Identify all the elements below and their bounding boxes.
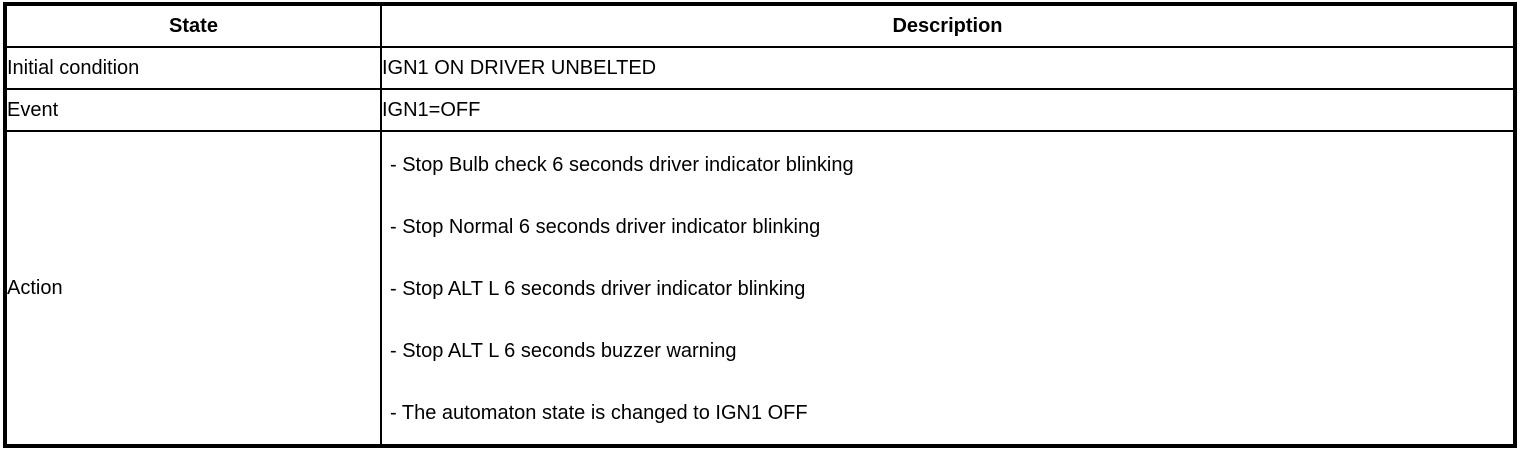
table-row-event: Event IGN1=OFF — [4, 88, 1516, 132]
state-cell-initial-condition: Initial condition — [4, 46, 382, 90]
state-description-table: State Description Initial condition IGN1… — [3, 2, 1517, 448]
description-cell-event: IGN1=OFF — [380, 88, 1516, 132]
table-row-initial-condition: Initial condition IGN1 ON DRIVER UNBELTE… — [4, 46, 1516, 90]
action-item: - The automaton state is changed to IGN1… — [390, 401, 808, 424]
action-item: - Stop ALT L 6 seconds buzzer warning — [390, 339, 737, 362]
action-item: - Stop Bulb check 6 seconds driver indic… — [390, 153, 854, 176]
action-list: - Stop Bulb check 6 seconds driver indic… — [383, 133, 1513, 444]
table-header-row: State Description — [4, 3, 1516, 48]
table-row-action: Action - Stop Bulb check 6 seconds drive… — [4, 130, 1516, 447]
state-cell-event: Event — [4, 88, 382, 132]
column-header-state: State — [4, 3, 382, 48]
action-item: - Stop Normal 6 seconds driver indicator… — [390, 215, 821, 238]
column-header-description: Description — [380, 3, 1516, 48]
state-cell-action: Action — [4, 130, 382, 447]
action-item: - Stop ALT L 6 seconds driver indicator … — [390, 277, 806, 300]
description-cell-action: - Stop Bulb check 6 seconds driver indic… — [380, 130, 1516, 447]
description-cell-initial-condition: IGN1 ON DRIVER UNBELTED — [380, 46, 1516, 90]
